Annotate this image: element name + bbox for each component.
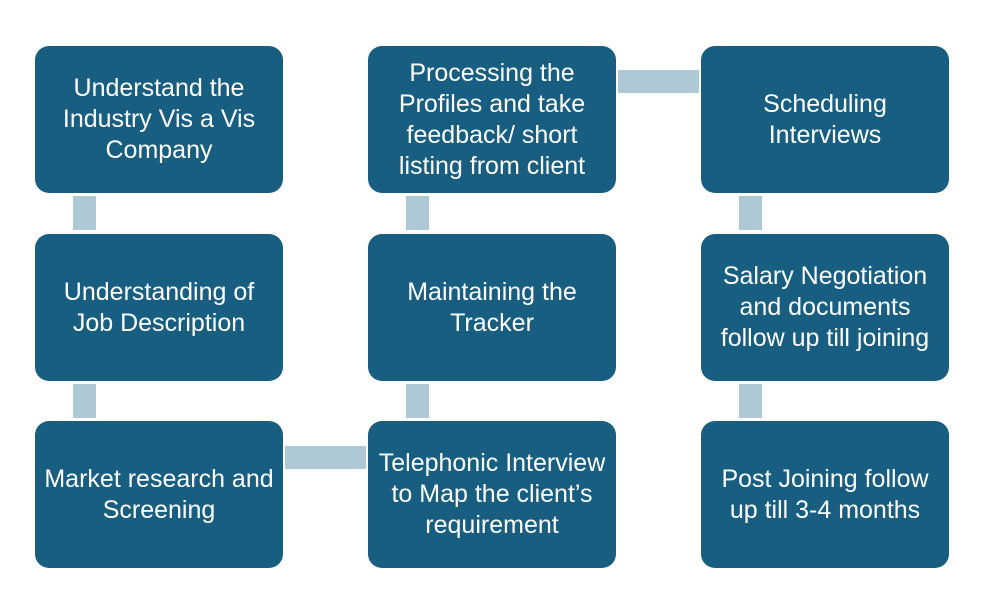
step-market-research: Market research and Screening (35, 421, 283, 568)
step-label: Processing the Profiles and take feedbac… (398, 58, 586, 180)
connector-4-5 (406, 384, 429, 418)
connector-3-4 (285, 446, 366, 469)
step-scheduling-interviews: Scheduling Interviews (701, 46, 949, 193)
connector-6-7 (618, 70, 699, 93)
connector-5-6 (406, 196, 429, 230)
step-maintaining-tracker: Maintaining the Tracker (368, 234, 616, 381)
step-understand-industry: Understand the Industry Vis a Vis Compan… (35, 46, 283, 193)
connector-1-2 (73, 196, 96, 230)
step-label: Scheduling Interviews (763, 89, 887, 149)
connector-7-8 (739, 196, 762, 230)
step-label: Understand the Industry Vis a Vis Compan… (62, 74, 256, 164)
step-telephonic-interview: Telephonic Interview to Map the client’s… (368, 421, 616, 568)
step-salary-negotiation: Salary Negotiation and documents follow … (701, 234, 949, 381)
step-label: Maintaining the Tracker (407, 277, 577, 337)
step-processing-profiles: Processing the Profiles and take feedbac… (368, 46, 616, 193)
step-label: Market research and Screening (44, 464, 274, 524)
step-label: Salary Negotiation and documents follow … (720, 262, 930, 352)
step-label: Telephonic Interview to Map the client’s… (378, 449, 606, 539)
step-job-description: Understanding of Job Description (35, 234, 283, 381)
step-label: Post Joining follow up till 3-4 months (721, 464, 929, 524)
step-label: Understanding of Job Description (63, 277, 255, 337)
step-post-joining: Post Joining follow up till 3-4 months (701, 421, 949, 568)
connector-8-9 (739, 384, 762, 418)
connector-2-3 (73, 384, 96, 418)
